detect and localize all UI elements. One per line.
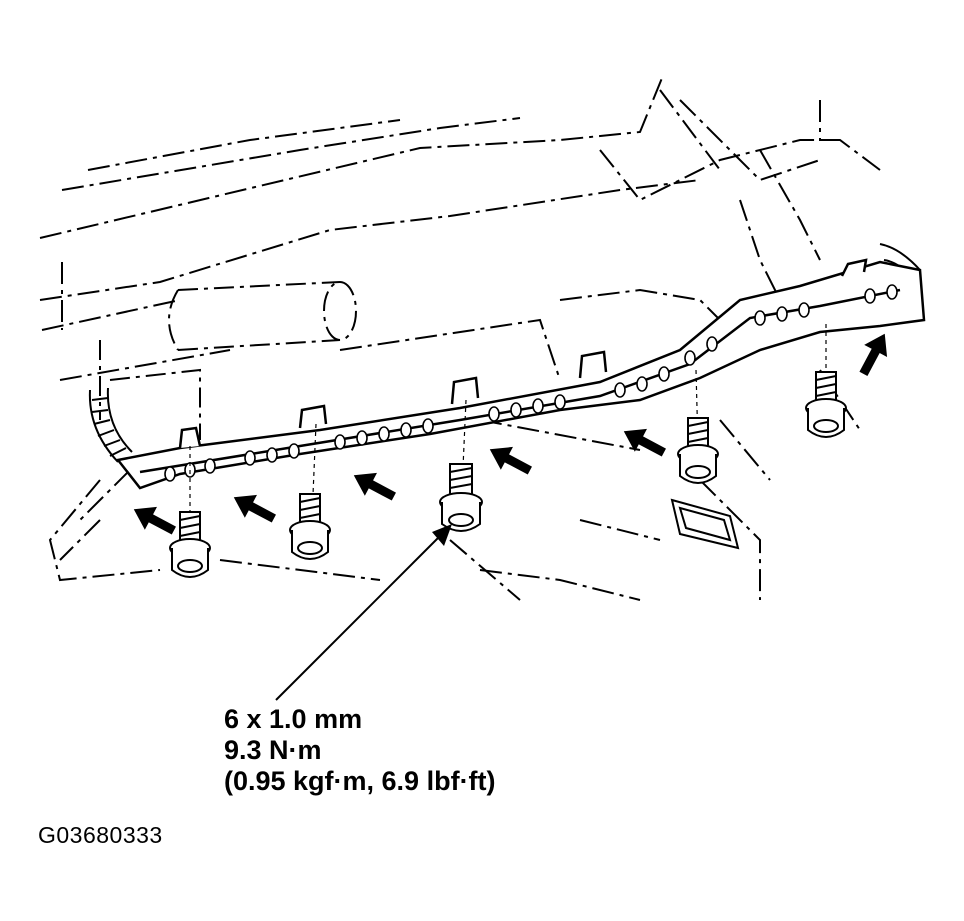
install-arrow-6 xyxy=(859,333,888,376)
flange-bolt-4 xyxy=(677,417,719,484)
torque-alt-label: (0.95 kgf·m, 6.9 lbf·ft) xyxy=(224,766,496,796)
flange-bolt-1 xyxy=(169,511,211,578)
wire-harness-cable xyxy=(88,243,921,463)
flange-bolt-5 xyxy=(805,371,847,438)
install-arrow-3 xyxy=(353,472,396,501)
intake-pipe-outline xyxy=(99,281,357,440)
engine-phantom-outline xyxy=(39,77,881,601)
install-arrow-5 xyxy=(623,428,666,457)
callout-leader xyxy=(275,524,452,701)
torque-spec-callout: 6 x 1.0 mm 9.3 N·m (0.95 kgf·m, 6.9 lbf·… xyxy=(224,704,496,797)
install-arrows xyxy=(133,333,888,535)
bracket-slots xyxy=(164,284,898,482)
torque-nm-label: 9.3 N·m xyxy=(224,735,322,765)
harness-pad xyxy=(670,498,740,550)
install-arrow-1 xyxy=(133,506,176,535)
flange-bolt-3 xyxy=(439,463,483,532)
harness-bracket xyxy=(115,258,926,490)
bolt-size-label: 6 x 1.0 mm xyxy=(224,704,363,734)
install-arrow-4 xyxy=(489,446,532,475)
flange-bolt-2 xyxy=(289,493,331,560)
figure-id: G03680333 xyxy=(38,822,163,848)
install-arrow-2 xyxy=(233,494,276,523)
